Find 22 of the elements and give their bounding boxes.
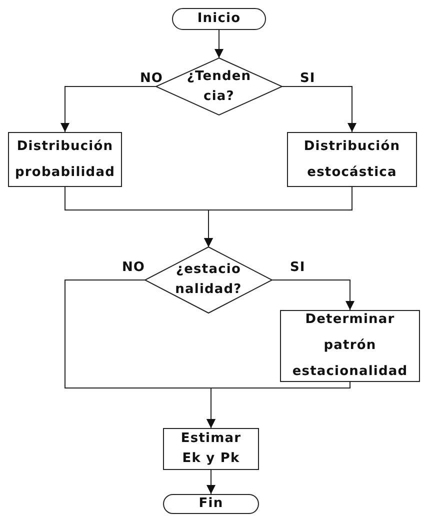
node-label: ¿Tenden cia? [186, 68, 252, 106]
node-label: ¿estacio nalidad? [174, 261, 243, 299]
process-box [280, 310, 420, 382]
process-box [287, 132, 417, 187]
node-label: Distribución probabilidad [14, 138, 116, 182]
connector-arrow [204, 186, 352, 248]
terminal-box [163, 494, 259, 514]
connector-arrow [282, 86, 356, 132]
node-label: Determinar patrón estacionalidad [291, 311, 409, 381]
process-box [8, 132, 122, 187]
node-label: Inicio [197, 10, 241, 28]
node-label: Fin [198, 495, 224, 513]
connector-arrow [60, 86, 156, 132]
connector-arrow [214, 30, 224, 58]
node-label: Estimar Ek y Pk [180, 430, 242, 468]
connector-arrow [206, 382, 350, 428]
process-box [163, 428, 259, 470]
connector-arrow [206, 470, 216, 494]
decision-diamond [145, 247, 272, 313]
node-label: Distribución estocástica [302, 138, 402, 182]
connector-arrow [272, 280, 354, 310]
terminal-box [172, 8, 266, 30]
